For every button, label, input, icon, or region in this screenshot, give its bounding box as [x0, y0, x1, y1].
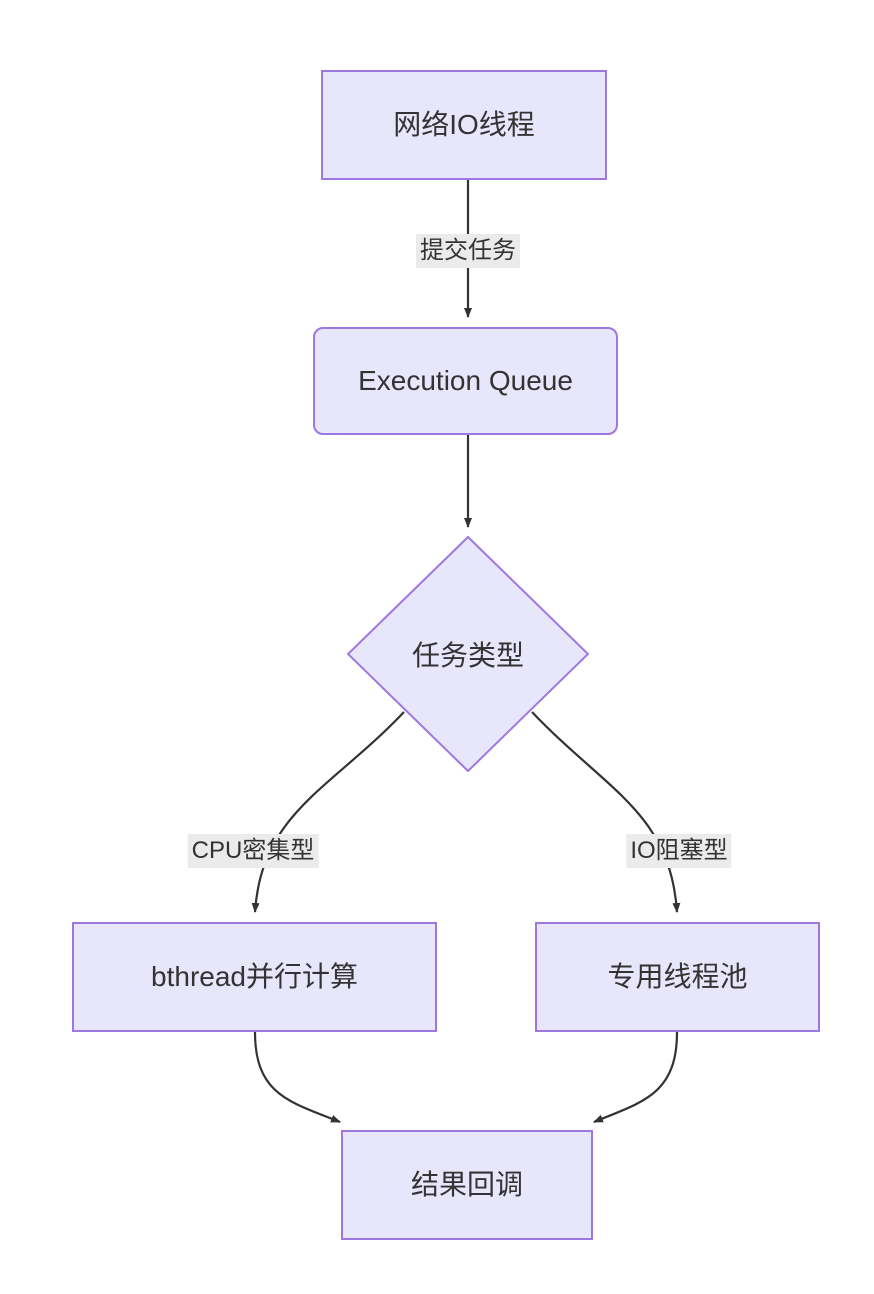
- node-result-callback[interactable]: 结果回调: [341, 1130, 593, 1240]
- node-label: 专用线程池: [607, 961, 748, 993]
- node-label: Execution Queue: [358, 365, 573, 397]
- node-execution-queue[interactable]: Execution Queue: [313, 327, 618, 435]
- edge-n3-n4: [251, 711, 405, 913]
- node-task-type-decision[interactable]: 任务类型: [347, 536, 589, 772]
- edge-label-submit-task: 提交任务: [416, 234, 520, 268]
- node-network-io-thread[interactable]: 网络IO线程: [321, 70, 607, 180]
- node-label: bthread并行计算: [151, 961, 358, 993]
- node-dedicated-thread-pool[interactable]: 专用线程池: [535, 922, 820, 1032]
- edge-n3-n5: [531, 711, 681, 913]
- edge-label-cpu-intensive: CPU密集型: [187, 834, 319, 868]
- node-bthread-parallel-compute[interactable]: bthread并行计算: [72, 922, 437, 1032]
- edge-n4-n6: [253, 1031, 341, 1124]
- node-label: 任务类型: [411, 640, 524, 671]
- node-label: 网络IO线程: [393, 109, 535, 141]
- diamond-shape: [347, 536, 589, 772]
- node-label: 结果回调: [410, 1169, 523, 1201]
- edge-n5-n6: [593, 1031, 679, 1124]
- edge-label-io-blocking: IO阻塞型: [626, 834, 732, 868]
